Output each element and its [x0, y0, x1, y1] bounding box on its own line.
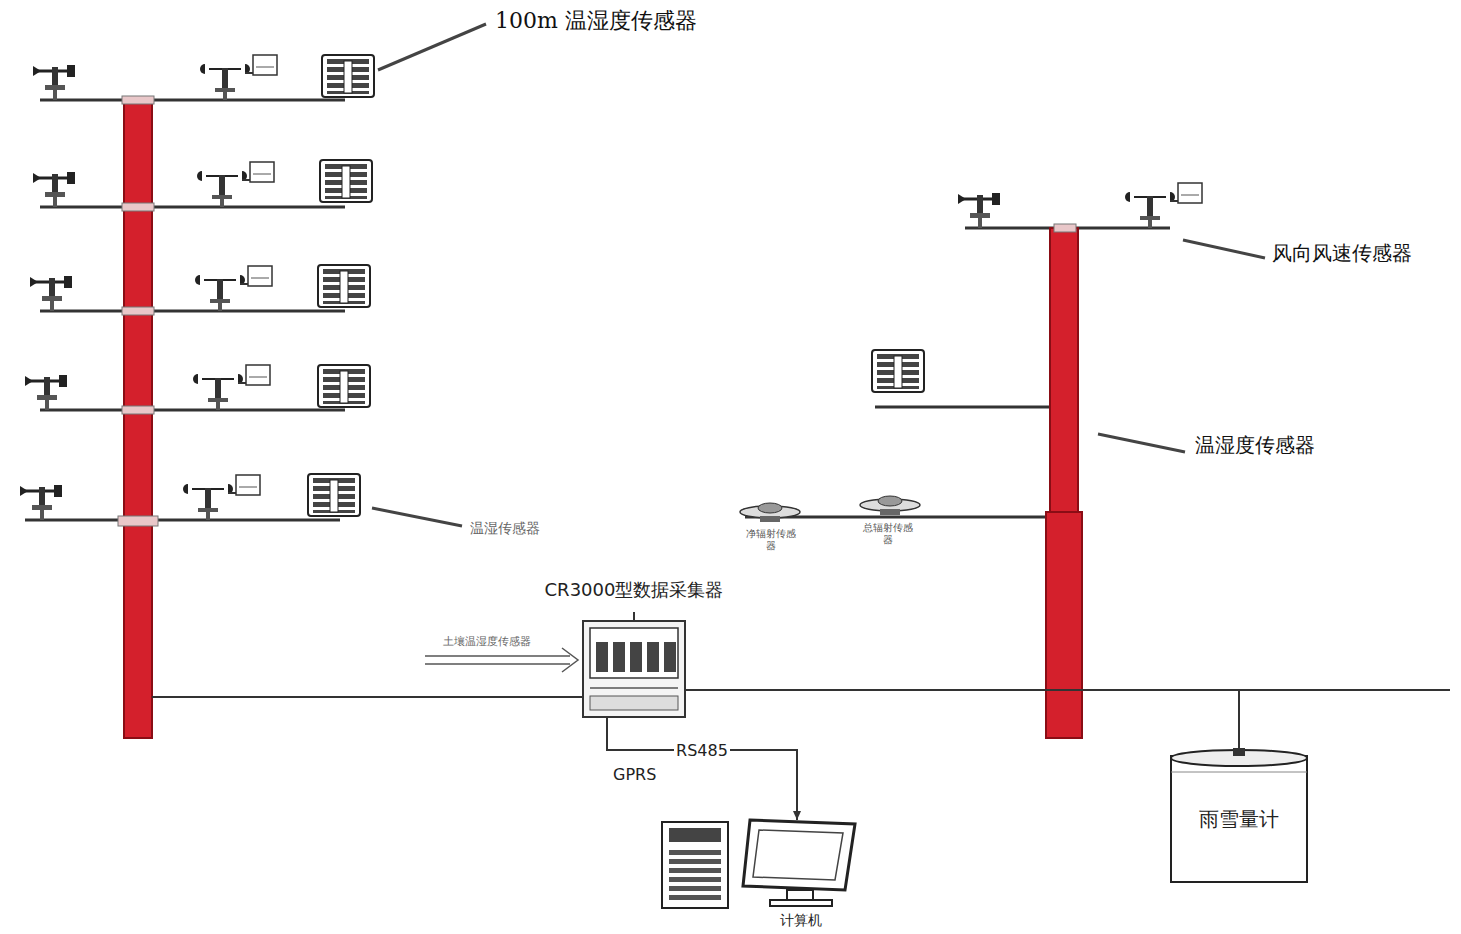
- callout-label: 净辐射传感器: [745, 528, 797, 552]
- connector: [607, 718, 797, 820]
- computer-node: 计算机: [655, 816, 860, 932]
- node-shape: [582, 620, 686, 718]
- callout-label: 温湿传感器: [470, 520, 540, 538]
- datalogger-box: CR3000型数据采集器: [582, 620, 686, 718]
- node-text: 雨雪量计: [1199, 806, 1279, 833]
- callout-label: 温湿度传感器: [1195, 432, 1315, 459]
- node-text: 计算机: [780, 912, 822, 930]
- callout-label: 土壤温湿度传感器: [443, 634, 531, 649]
- callout-label: 总辐射传感器: [862, 522, 914, 546]
- callout-label: 风向风速传感器: [1272, 240, 1412, 267]
- edge-label: RS485: [674, 741, 730, 760]
- callout-label: GPRS: [613, 765, 656, 784]
- node-shape: [655, 816, 860, 932]
- connector: [686, 690, 1239, 750]
- node-text: CR3000型数据采集器: [545, 578, 724, 602]
- callout-label: 100m 温湿度传感器: [495, 6, 697, 36]
- rain-gauge: 雨雪量计: [1168, 746, 1310, 888]
